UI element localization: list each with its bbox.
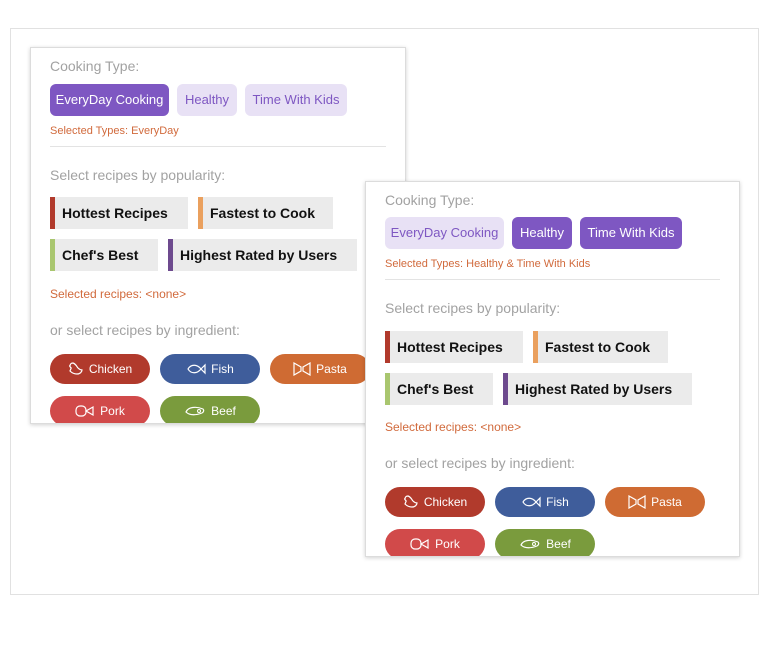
type-chip-healthy[interactable]: Healthy [177, 84, 237, 116]
recipe-filter-panel-1: Cooking Type: EveryDay Cooking Healthy T… [30, 47, 406, 424]
color-bar [503, 373, 508, 405]
chicken-icon [403, 495, 418, 508]
type-chip-everyday[interactable]: EveryDay Cooking [50, 84, 169, 116]
popularity-label-text: Highest Rated by Users [180, 247, 338, 263]
ingredient-label-text: Pork [100, 404, 125, 418]
color-bar [533, 331, 538, 363]
cooking-type-label: Cooking Type: [385, 192, 475, 208]
ingredient-fish[interactable]: Fish [495, 487, 595, 517]
color-bar [50, 197, 55, 229]
popularity-label-text: Chef's Best [397, 381, 474, 397]
color-bar [50, 239, 55, 271]
selected-types-text: Selected Types: EveryDay [50, 125, 179, 137]
fish-icon [522, 496, 541, 508]
pork-icon [410, 538, 429, 550]
ingredient-label-text: Pasta [316, 362, 347, 376]
pasta-icon [628, 494, 646, 509]
popularity-hottest-recipes[interactable]: Hottest Recipes [50, 197, 188, 229]
cooking-type-label: Cooking Type: [50, 58, 140, 74]
popularity-label-text: Chef's Best [62, 247, 139, 263]
ingredient-label-text: Pork [435, 537, 460, 551]
ingredient-fish[interactable]: Fish [160, 354, 260, 384]
divider [385, 279, 720, 280]
beef-icon [520, 539, 540, 549]
fish-icon [187, 363, 206, 375]
ingredient-label: or select recipes by ingredient: [385, 455, 575, 471]
recipe-filter-panel-2: Cooking Type: EveryDay Cooking Healthy T… [365, 181, 740, 557]
ingredient-label-text: Fish [546, 495, 569, 509]
type-chip-everyday[interactable]: EveryDay Cooking [385, 217, 504, 249]
popularity-label: Select recipes by popularity: [50, 167, 226, 183]
popularity-label-text: Hottest Recipes [397, 339, 503, 355]
popularity-fastest-to-cook[interactable]: Fastest to Cook [198, 197, 333, 229]
screenshot-frame [10, 28, 759, 595]
popularity-label-text: Highest Rated by Users [515, 381, 673, 397]
divider [50, 146, 386, 147]
popularity-fastest-to-cook[interactable]: Fastest to Cook [533, 331, 668, 363]
pasta-icon [293, 361, 311, 376]
popularity-chefs-best[interactable]: Chef's Best [50, 239, 158, 271]
ingredient-pasta[interactable]: Pasta [270, 354, 370, 384]
chicken-icon [68, 362, 83, 375]
ingredient-label-text: Beef [211, 404, 236, 418]
color-bar [385, 331, 390, 363]
beef-icon [185, 406, 205, 416]
pork-icon [75, 405, 94, 417]
popularity-hottest-recipes[interactable]: Hottest Recipes [385, 331, 523, 363]
color-bar [168, 239, 173, 271]
ingredient-label-text: Chicken [423, 495, 468, 509]
selected-recipes-text: Selected recipes: <none> [385, 420, 522, 434]
popularity-label-text: Fastest to Cook [545, 339, 651, 355]
color-bar [385, 373, 390, 405]
ingredient-label-text: Chicken [88, 362, 133, 376]
selected-types-text: Selected Types: Healthy & Time With Kids [385, 258, 591, 270]
popularity-highest-rated[interactable]: Highest Rated by Users [503, 373, 692, 405]
ingredient-pork[interactable]: Pork [385, 529, 485, 556]
popularity-chefs-best[interactable]: Chef's Best [385, 373, 493, 405]
ingredient-chicken[interactable]: Chicken [385, 487, 485, 517]
ingredient-label-text: Pasta [651, 495, 682, 509]
ingredient-beef[interactable]: Beef [160, 396, 260, 423]
popularity-label-text: Fastest to Cook [210, 205, 316, 221]
popularity-highest-rated[interactable]: Highest Rated by Users [168, 239, 357, 271]
ingredient-pork[interactable]: Pork [50, 396, 150, 423]
ingredient-label-text: Fish [211, 362, 234, 376]
type-chip-healthy[interactable]: Healthy [512, 217, 572, 249]
ingredient-pasta[interactable]: Pasta [605, 487, 705, 517]
ingredient-beef[interactable]: Beef [495, 529, 595, 556]
popularity-label: Select recipes by popularity: [385, 300, 561, 316]
type-chip-time-with-kids[interactable]: Time With Kids [245, 84, 347, 116]
ingredient-label: or select recipes by ingredient: [50, 322, 240, 338]
type-chip-time-with-kids[interactable]: Time With Kids [580, 217, 682, 249]
selected-recipes-text: Selected recipes: <none> [50, 287, 187, 301]
popularity-label-text: Hottest Recipes [62, 205, 168, 221]
ingredient-chicken[interactable]: Chicken [50, 354, 150, 384]
ingredient-label-text: Beef [546, 537, 571, 551]
color-bar [198, 197, 203, 229]
